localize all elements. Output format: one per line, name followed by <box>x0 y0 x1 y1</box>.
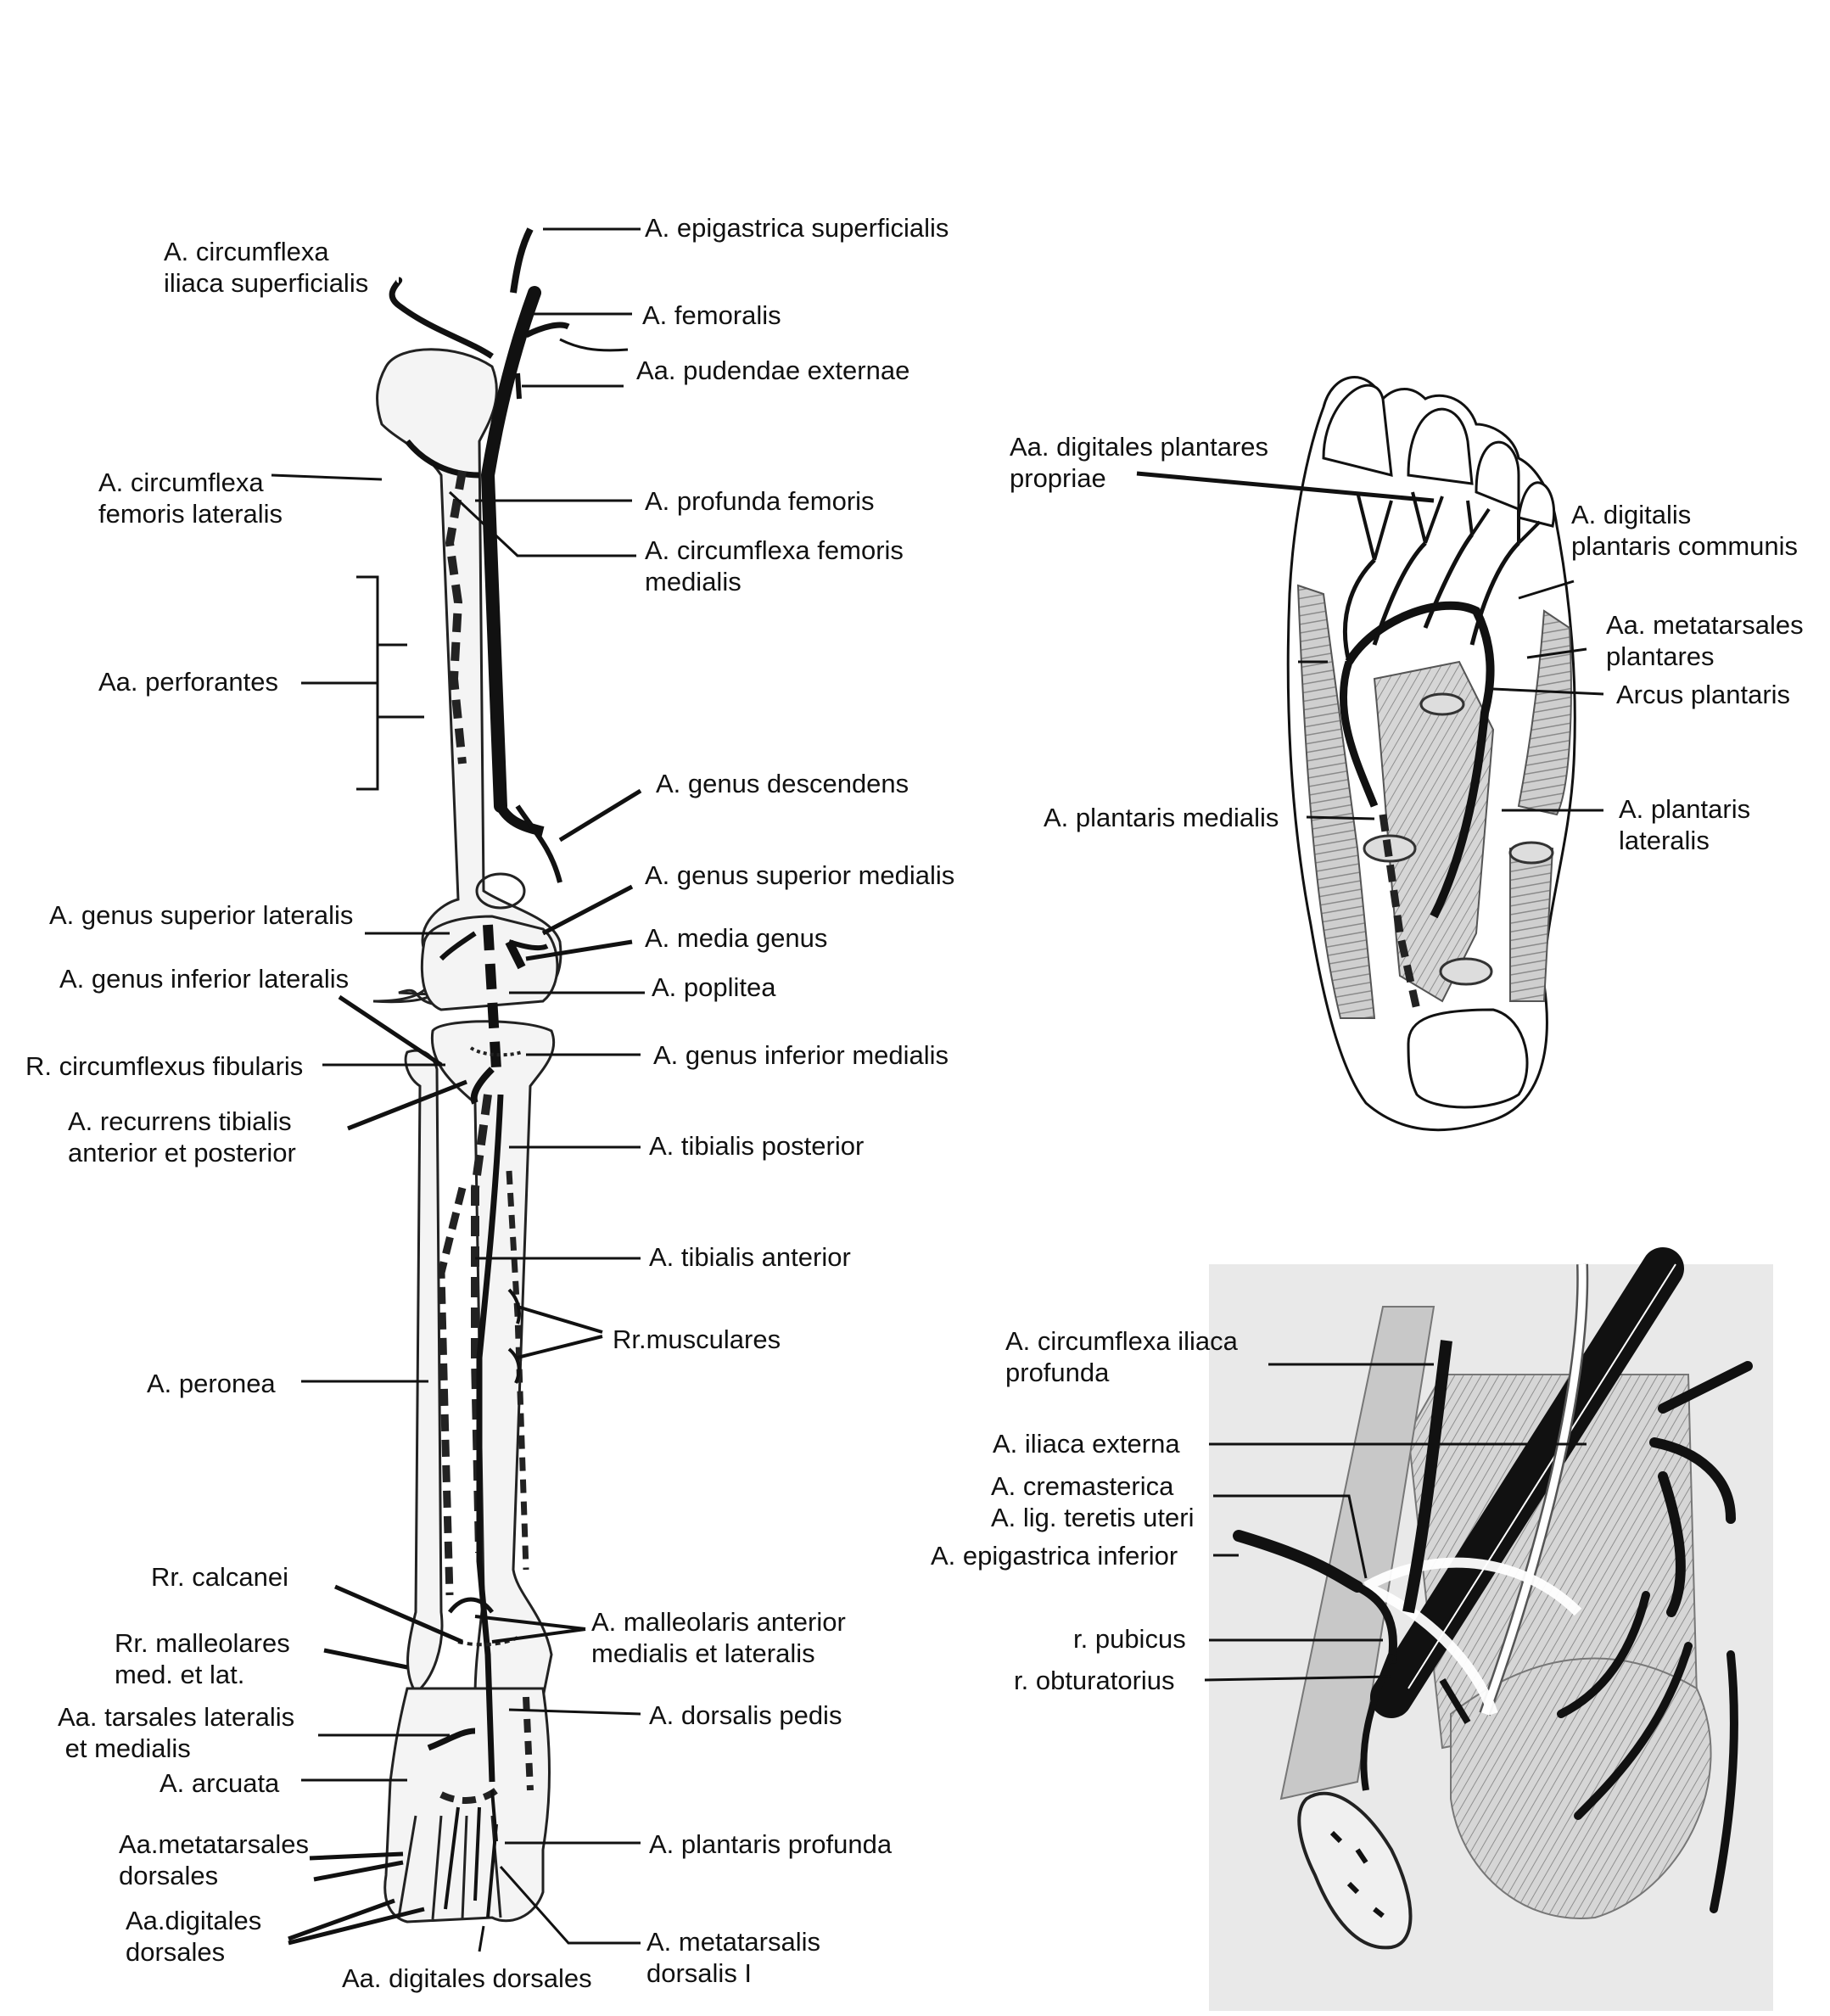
leg-leader-lines <box>271 227 645 1952</box>
label-circumflexa-iliaca-profunda: A. circumflexa iliaca profunda <box>1005 1326 1238 1387</box>
label-circumflexa-femoris-lateralis: A. circumflexa femoris lateralis <box>98 468 283 529</box>
label-iliaca-externa: A. iliaca externa <box>993 1429 1180 1459</box>
label-peronea: A. peronea <box>147 1369 276 1398</box>
plantar-foot-drawing <box>1286 376 1576 1132</box>
femur-bone <box>372 348 562 1007</box>
label-poplitea: A. poplitea <box>652 972 776 1002</box>
label-plantaris-profunda: A. plantaris profunda <box>649 1829 893 1859</box>
label-genus-inferior-lateralis: A. genus inferior lateralis <box>59 964 350 994</box>
plantar-muscles <box>1296 584 1376 1019</box>
label-digitales-plantares-propriae: Aa. digitales plantares propriae <box>1010 432 1269 493</box>
label-genus-descendens: A. genus descendens <box>656 769 909 798</box>
tibialis-anterior <box>476 1094 504 1783</box>
leg-drawing <box>372 227 570 1924</box>
label-genus-superior-lateralis: A. genus superior lateralis <box>49 900 354 930</box>
label-circumflexa-iliaca-superficialis: A. circumflexa iliaca superficialis <box>164 237 369 298</box>
femoral-artery <box>480 286 541 813</box>
label-epigastrica-inferior: A. epigastrica inferior <box>931 1541 1178 1571</box>
groin-leader-lines <box>1204 1363 1587 1682</box>
femur-knee <box>420 915 559 1011</box>
label-tibialis-posterior: A. tibialis posterior <box>649 1131 865 1161</box>
profunda-femoris <box>445 470 467 764</box>
label-metatarsales-dorsales: Aa.metatarsales dorsales <box>119 1829 309 1890</box>
label-rr-malleolares: Rr. malleolares med. et lat. <box>115 1628 290 1689</box>
label-epigastrica-superficialis: A. epigastrica superficialis <box>645 213 949 243</box>
label-profunda-femoris: A. profunda femoris <box>645 486 875 516</box>
label-circumflexa-femoris-medialis: A. circumflexa femoris medialis <box>645 535 904 596</box>
label-plantaris-medialis: A. plantaris medialis <box>1044 803 1279 832</box>
label-digitalis-plantaris-communis: A. digitalis plantaris communis <box>1571 500 1799 561</box>
patella <box>475 872 526 910</box>
fibula-bone <box>404 1049 444 1695</box>
label-malleolaris-anterior: A. malleolaris anterior medialis et late… <box>591 1607 846 1668</box>
label-digitales-dorsales-bottom: Aa. digitales dorsales <box>342 1963 592 1993</box>
label-metatarsalis-dorsalis-i: A. metatarsalis dorsalis I <box>646 1927 821 1988</box>
label-pudendae-externae: Aa. pudendae externae <box>636 356 910 385</box>
label-metatarsales-plantares: Aa. metatarsales plantares <box>1606 610 1804 671</box>
label-rr-musculares: Rr.musculares <box>613 1324 781 1354</box>
label-digitales-dorsales-left: Aa.digitales dorsales <box>126 1906 262 1967</box>
tibialis-posterior <box>471 1094 492 1554</box>
label-tibialis-anterior: A. tibialis anterior <box>649 1242 851 1272</box>
label-arcus-plantaris: Arcus plantaris <box>1616 680 1791 709</box>
label-r-pubicus: r. pubicus <box>1073 1624 1186 1654</box>
label-arcuata: A. arcuata <box>159 1768 280 1798</box>
peronea <box>437 1186 467 1596</box>
label-perforantes: Aa. perforantes <box>98 667 278 697</box>
foot-outline <box>383 1687 551 1924</box>
label-rr-calcanei: Rr. calcanei <box>151 1562 288 1592</box>
label-cremasterica: A. cremasterica A. lig. teretis uteri <box>991 1471 1195 1532</box>
pubic-bone <box>1297 1791 1413 1950</box>
tibia-bone <box>430 1020 556 1699</box>
label-recurrens-tibialis: A. recurrens tibialis anterior et poster… <box>68 1106 296 1168</box>
label-media-genus: A. media genus <box>645 923 828 953</box>
label-dorsalis-pedis: A. dorsalis pedis <box>649 1700 842 1730</box>
label-genus-superior-medialis: A. genus superior medialis <box>645 860 955 890</box>
label-circumflexus-fibularis: R. circumflexus fibularis <box>25 1051 304 1081</box>
label-plantaris-lateralis: A. plantaris lateralis <box>1619 794 1751 855</box>
groin-drawing <box>1209 1247 1773 2011</box>
foot-leader-lines <box>1136 471 1604 820</box>
label-r-obturatorius: r. obturatorius <box>1014 1666 1175 1695</box>
label-genus-inferior-medialis: A. genus inferior medialis <box>653 1040 949 1070</box>
arcus-plantaris <box>1345 601 1495 919</box>
label-tarsales: Aa. tarsales lateralis et medialis <box>58 1702 295 1763</box>
label-femoralis: A. femoralis <box>642 300 781 330</box>
